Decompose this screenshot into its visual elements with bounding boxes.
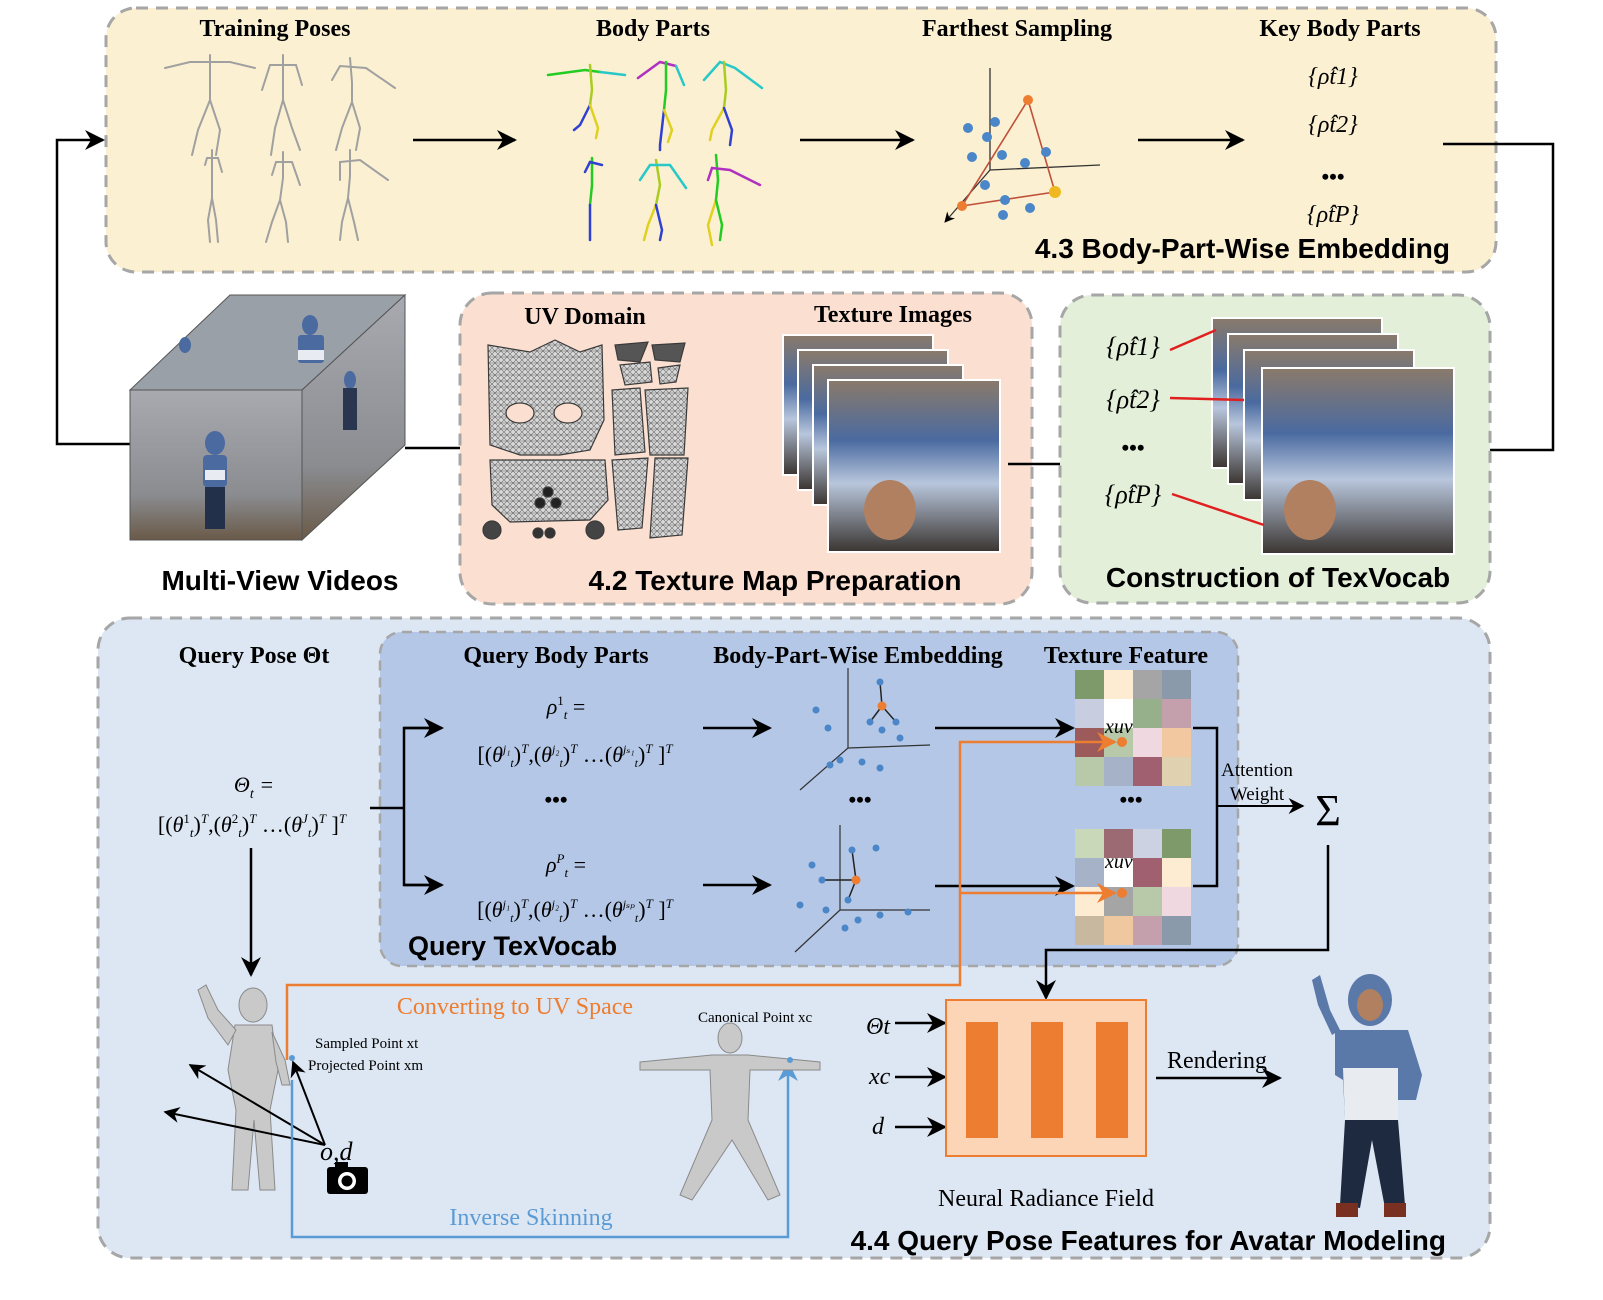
camera-rays [163,1060,326,1146]
uv-atlas [482,339,689,540]
projected-point-label: Projected Point xm [308,1058,423,1074]
uv-point-1 [1117,737,1127,747]
key-part-1: {ρ̂t1} [1308,64,1358,90]
uv-point-p [1117,888,1127,898]
svg-text:[(θj₁t)T,(θj₂t)T …(θjₛₚt)T ]T: [(θj₁t)T,(θj₂t)T …(θjₛₚt)T ]T [477,896,674,925]
body-part-ellipsis: ••• [544,787,567,812]
embedding-plot-p [794,825,930,953]
camera-origin-label: o,d [320,1137,354,1166]
weight-label: Weight [1230,784,1285,805]
caption-multi-view-videos: Multi-View Videos [161,565,398,596]
body-part-formula-1: ρ1t = [(θj₁t)T,(θj₂t)T …(θjₛ₁t)T ]T [477,693,673,770]
multi-view-video-cube [128,293,407,542]
texture-feature-grid-1 [1075,670,1191,786]
canonical-body-mesh [639,1022,821,1201]
header-texture-feature: Texture Feature [1044,643,1209,669]
uv-label-p: xuv [1104,851,1133,873]
feature-ellipsis: ••• [1119,787,1142,812]
svg-text:ρPt =: ρPt = [545,851,586,880]
texvocab-key-2: {ρ̂t2} [1106,385,1160,414]
texvocab-links [1169,328,1265,527]
query-texvocab-box [378,630,1240,968]
svg-text:ρ1t =: ρ1t = [546,693,586,722]
arrow-videos-to-training [55,130,130,446]
query-texvocab-label: Query TexVocab [408,931,617,961]
sampled-point [289,1055,295,1061]
key-part-p: {ρ̂tP} [1307,202,1359,228]
farthest-sampling-plot [945,68,1101,222]
arrow-sum-to-nerf [1036,845,1330,1000]
header-query-body-parts: Query Body Parts [463,643,648,669]
label-inverse-skinning: Inverse Skinning [449,1205,612,1231]
sampled-point-label: Sampled Point xt [315,1036,419,1052]
rendered-avatar [1312,974,1422,1217]
label-converting-to-uv: Converting to UV Space [397,994,633,1020]
sum-symbol: Σ [1315,786,1341,835]
uv-label-1: xuv [1104,716,1133,738]
section-body-part-wise-embedding: 4.3 Body-Part-Wise Embedding [1035,233,1450,264]
svg-text:[(θ1t)T,(θ2t)T …(θJt)T ]T: [(θ1t)T,(θ2t)T …(θJt)T ]T [158,811,347,840]
canonical-point-label: Canonical Point xc [698,1010,812,1026]
header-body-part-embedding: Body-Part-Wise Embedding [713,643,1003,669]
header-training-poses: Training Poses [200,16,351,42]
canonical-point [787,1057,793,1063]
svg-text:Θt: Θt [866,1014,891,1040]
colored-body-part-skeletons [546,60,764,247]
uv-conversion-path [285,732,1117,1060]
texvocab-key-1: {ρ̂t1} [1106,332,1160,361]
camera-icon [327,1162,368,1194]
header-texture-images: Texture Images [814,302,972,328]
embedding-ellipsis: ••• [848,787,871,812]
texvocab-texture-stack [1211,317,1455,555]
key-part-ellipsis: ••• [1321,164,1344,189]
header-key-body-parts: Key Body Parts [1259,16,1420,42]
embedding-plot-1 [799,668,931,791]
texvocab-key-p: {ρ̂tP} [1105,480,1162,509]
header-query-pose: Query Pose Θt [179,643,330,669]
texture-feature-grid-p [1075,829,1191,945]
body-part-formula-p: ρPt = [(θj₁t)T,(θj₂t)T …(θjₛₚt)T ]T [477,851,674,925]
posed-body-mesh [197,984,291,1191]
label-rendering: Rendering [1167,1048,1267,1074]
header-farthest-sampling: Farthest Sampling [922,16,1112,42]
nerf-inputs: Θt xc d [866,1014,891,1140]
header-body-parts: Body Parts [596,16,710,42]
svg-text:d: d [872,1114,885,1140]
header-uv-domain: UV Domain [524,304,646,330]
arrow-key-to-texvocab [1443,142,1555,460]
key-part-2: {ρ̂t2} [1308,112,1358,138]
query-pose-formula: Θt = [(θ1t)T,(θ2t)T …(θJt)T ]T [158,772,347,840]
section-texture-map-preparation: 4.2 Texture Map Preparation [589,565,962,596]
texvocab-ellipsis: ••• [1121,435,1144,460]
svg-text:xc: xc [868,1064,891,1090]
section-construction-texvocab: Construction of TexVocab [1106,562,1450,593]
texture-image-stack [782,334,1001,553]
attention-label: Attention [1221,760,1293,781]
svg-text:Θt =: Θt = [234,772,274,802]
label-neural-radiance-field: Neural Radiance Field [938,1186,1154,1212]
nerf-block [945,999,1147,1157]
inverse-skinning-path [290,1061,798,1239]
training-pose-skeletons [164,54,396,243]
section-query-pose-features: 4.4 Query Pose Features for Avatar Model… [851,1225,1446,1256]
